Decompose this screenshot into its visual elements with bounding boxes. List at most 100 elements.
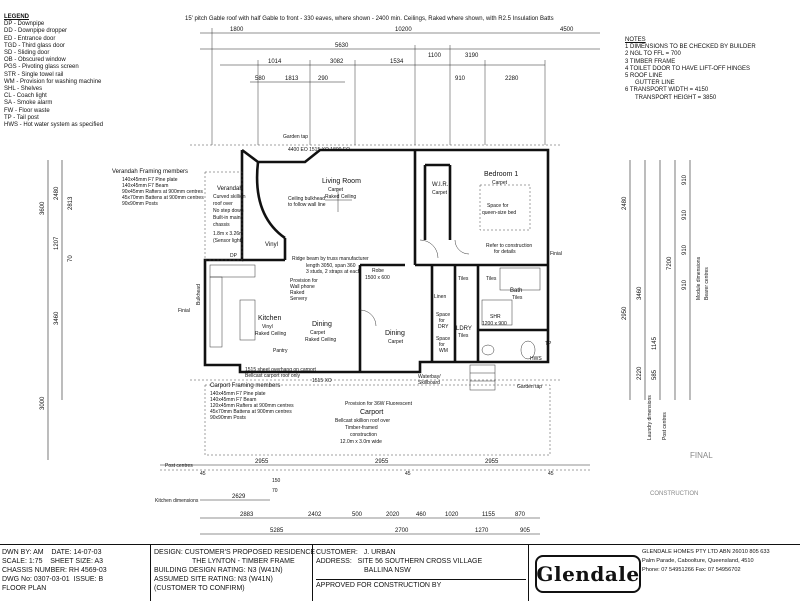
legend-title: LEGEND <box>4 14 30 20</box>
bottom-dimensions: Post centres 2955 2955 2955 45 45 45 Kit… <box>155 459 590 535</box>
finial-left: Finial <box>178 308 190 314</box>
dim-top-1014: 1014 <box>268 59 282 65</box>
dim-right-910-a: 910 <box>682 174 688 185</box>
provision-phone-1: Provision for <box>290 278 318 284</box>
space-dry-3: DRY <box>438 324 449 330</box>
vf-2: 140x45mm F7 Beam <box>122 183 168 189</box>
legend-item: PGS - Pivoting glass screen <box>4 64 79 71</box>
room-bath-sub: Tiles <box>512 295 523 301</box>
dim-bottom-500: 500 <box>352 512 363 518</box>
provision-phone-2: Wall phone <box>290 284 315 290</box>
ceiling-bulkhead-1: Ceiling bulkhead <box>288 196 325 202</box>
room-wir-sub: Carpet <box>432 190 448 196</box>
sheet-dim: 1515 XO <box>312 378 332 384</box>
dim-left-2480: 2480 <box>54 186 60 200</box>
carport-sub-2: Timber-framed <box>345 425 378 431</box>
tb-address-label: ADDRESS: <box>316 558 352 565</box>
carport-sub-1: Bellcast skillion roof over <box>335 418 390 424</box>
dim-top-4500: 4500 <box>560 27 574 33</box>
room-kitchen: Kitchen <box>258 315 281 322</box>
note-item: 4 TOILET DOOR TO HAVE LIFT-OFF HINGES <box>625 65 751 72</box>
label-bearer-centres: Bearer centres <box>704 267 710 300</box>
dim-bottom-2402: 2402 <box>308 512 322 518</box>
tb-design-label: DESIGN: <box>154 549 183 556</box>
robe-label-2: 1500 x 600 <box>365 275 390 281</box>
shr-2: 1200 x 900 <box>482 321 507 327</box>
header-note: 15' pitch Gable roof with half Gable to … <box>185 16 554 22</box>
sheet-overhang-1: 1515 sheet overhang on carport <box>245 367 316 373</box>
dim-top-2280: 2280 <box>505 76 519 82</box>
dim-right-585: 585 <box>652 369 658 380</box>
verandah-sub-3: No step down <box>213 208 244 214</box>
legend-item: CL - Coach light <box>4 93 47 100</box>
sheet-overhang-2: Bellcast carport roof only <box>245 373 301 379</box>
top-wall-label: 4400 EO 1515 XO 1800 EO <box>288 147 350 153</box>
dim-left-3000: 3000 <box>40 396 46 410</box>
tb-drawing-info: DWN BY: AM DATE: 14-07-03 SCALE: 1:75 SH… <box>2 548 147 593</box>
carport-sub-4: 12.0m x 3.0m wide <box>340 439 382 445</box>
dim-right-910-b: 910 <box>682 209 688 220</box>
verandah-sub-4: Built-in main <box>213 215 241 221</box>
dim-bottom-70: 70 <box>272 488 278 494</box>
space-dry-2: for <box>439 318 445 324</box>
dim-bottom-870: 870 <box>515 512 526 518</box>
dim-bottom-460: 460 <box>416 512 427 518</box>
room-kitchen-sub-1: Vinyl <box>262 324 273 330</box>
space-bed-2: queen-size bed <box>482 210 516 216</box>
room-dining-2: Dining <box>385 330 405 337</box>
dim-left-3460: 3460 <box>54 311 60 325</box>
space-wm-2: for <box>439 342 445 348</box>
vf-3: 90x45mm Rafters at 900mm centres <box>122 189 203 195</box>
dim-bottom-1020: 1020 <box>445 512 459 518</box>
room-pantry: Pantry <box>273 348 288 354</box>
verandah-sub-5: chassis <box>213 222 230 228</box>
robe-label-1: Robe <box>372 268 384 274</box>
dim-left-2813: 2813 <box>68 196 74 210</box>
title-block: DWN BY: AM DATE: 14-07-03 SCALE: 1:75 SH… <box>0 544 800 601</box>
legend-item: DD - Downpipe dropper <box>4 28 68 35</box>
ceiling-bulkhead-2: to follow wall line <box>288 202 326 208</box>
dim-bottom-150: 150 <box>272 478 281 484</box>
tb-divider-1 <box>150 545 151 601</box>
ridge-detail-1: length 3050, span 360 <box>306 263 356 269</box>
dim-bottom-45-a: 45 <box>200 471 206 477</box>
dim-bottom-1270: 1270 <box>475 528 489 534</box>
provision-phone-4: Servery <box>290 296 308 302</box>
tb-date: DATE: 14-07-03 <box>51 549 102 556</box>
carport-framing-title: Carport Framing members <box>210 383 280 389</box>
verandah-framing-title: Verandah Framing members <box>112 169 188 175</box>
tb-design-line2: THE LYNTON - TIMBER FRAME <box>192 558 295 565</box>
tb-assumed-rating: ASSUMED SITE RATING: N3 (W41N) <box>154 576 273 583</box>
carport-sub-3: construction <box>350 432 377 438</box>
dim-top-910: 910 <box>455 76 466 82</box>
dp-label: DP <box>230 253 238 259</box>
note-item: GUTTER LINE <box>635 80 675 87</box>
tb-drawn-by: DWN BY: AM <box>2 549 44 556</box>
room-wir: W.I.R. <box>432 182 449 188</box>
room-living-sub-2: Raked Ceiling <box>325 194 356 200</box>
dim-right-910-d: 910 <box>682 279 688 290</box>
room-tiles-1: Tiles <box>458 276 469 282</box>
dim-bottom-5285: 5285 <box>270 528 284 534</box>
tb-company-addr: Palm Parade, Caboolture, Queensland, 451… <box>642 558 754 564</box>
tb-company-info: GLENDALE HOMES PTY LTD ABN 26010 805 633… <box>642 548 800 575</box>
logo-text: Glendale <box>536 562 640 586</box>
tb-divider-2 <box>312 545 313 601</box>
shr-1: SHR <box>490 314 501 320</box>
dim-top-1100: 1100 <box>428 53 442 59</box>
room-linen: Linen <box>434 294 446 300</box>
tb-customer-label: CUSTOMER: <box>316 549 358 556</box>
notes-title: NOTES <box>625 37 646 43</box>
room-dining-1-sub-1: Carpet <box>310 330 326 336</box>
tb-address-line1: SITE 56 SOUTHERN CROSS VILLAGE <box>357 558 483 565</box>
note-item: TRANSPORT HEIGHT = 3850 <box>635 94 717 101</box>
label-laundry-dimensions: Laundry dimensions <box>647 395 653 440</box>
cf-5: 90x90mm Posts <box>210 415 246 421</box>
cf-2: 140x45mm F7 Beam <box>210 397 256 403</box>
room-dining-1: Dining <box>312 321 332 328</box>
tb-divider-3 <box>528 545 529 601</box>
tb-design-line1: CUSTOMER'S PROPOSED RESIDENCE <box>184 549 316 556</box>
